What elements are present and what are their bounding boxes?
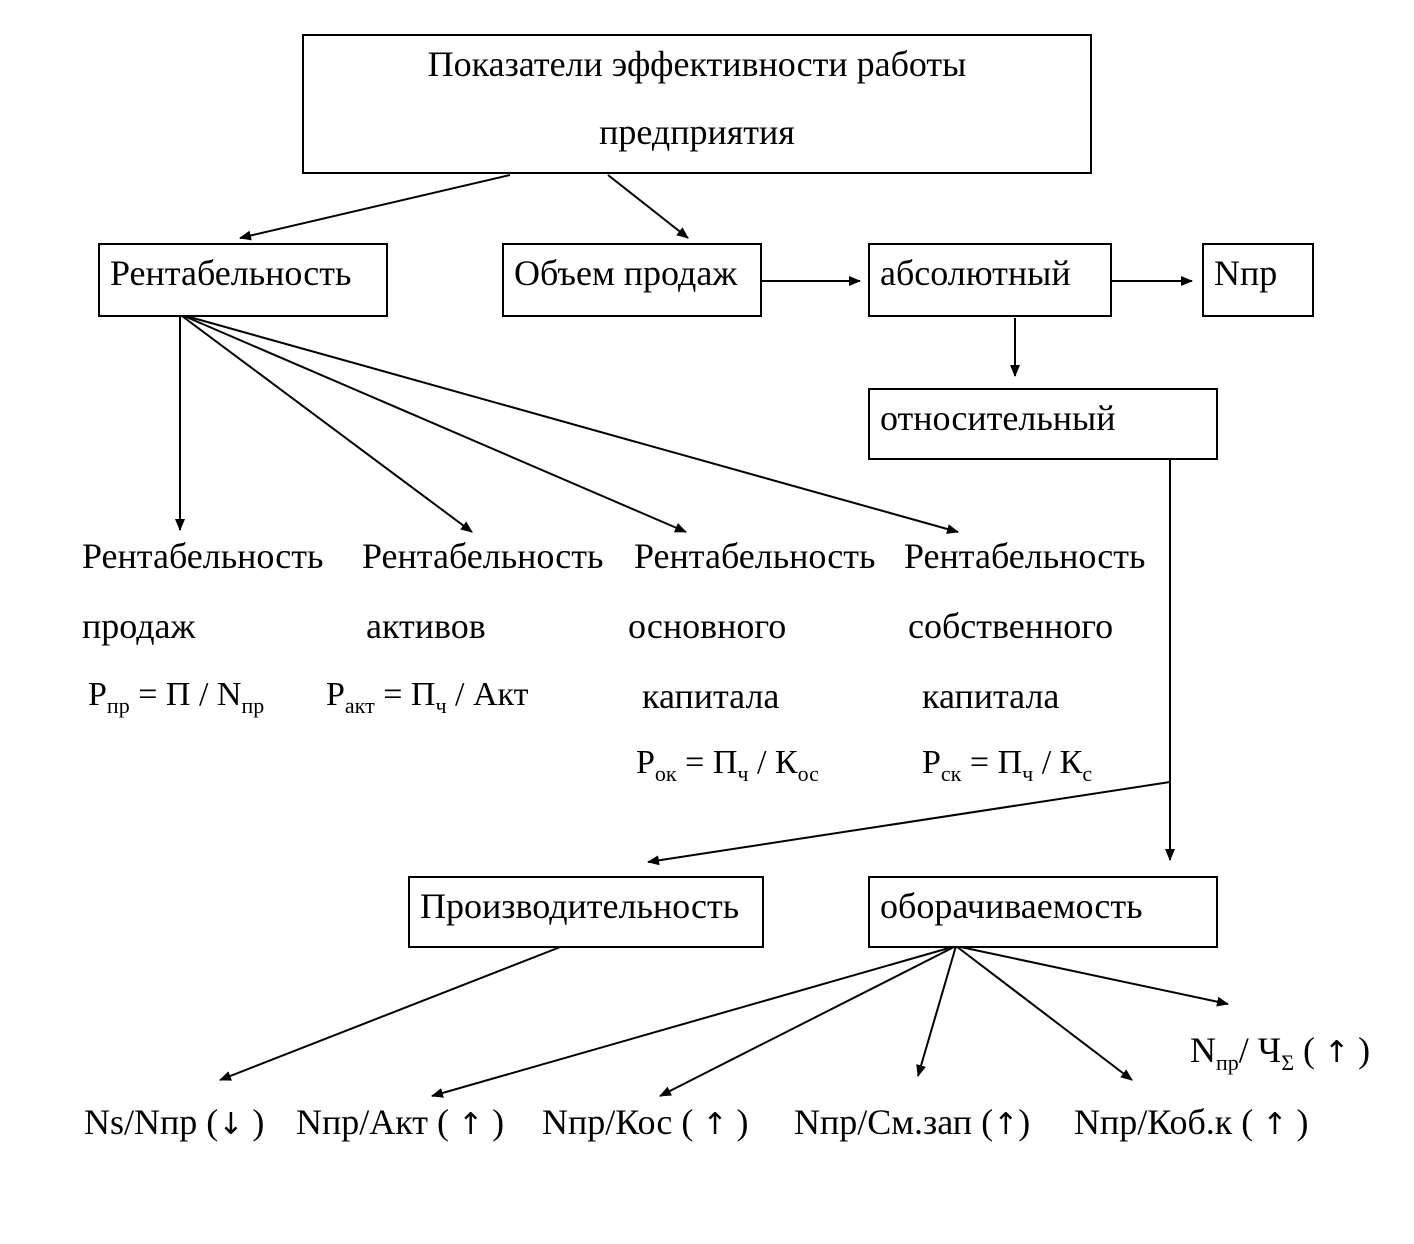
arrow-turnover-to-npr-ch [955, 945, 1229, 1007]
profitability-label: Рентабельность [110, 253, 352, 293]
ratio-npr-ch: Nпр/ ЧΣ ( ↑ ) [1190, 1030, 1371, 1075]
rate-fixed-capital-line2: основного [628, 606, 787, 646]
rate-equity-line3: капитала [922, 676, 1060, 716]
arrow-title-to-sales-volume [607, 174, 689, 239]
title-box: Показатели эффективности работы предприя… [302, 34, 1092, 174]
relative-box: относительный [868, 388, 1218, 460]
turnover-label: оборачиваемость [880, 886, 1143, 926]
arrow-turnover-to-npr-kobk [955, 945, 1133, 1081]
sales-volume-box: Объем продаж [502, 243, 762, 317]
arrow-down-icon: ↓ [218, 1107, 244, 1142]
rate-fixed-capital-line3: капитала [642, 676, 780, 716]
ratio-npr-smzap: Nпр/См.зап (↑) [794, 1102, 1031, 1142]
ratio-npr-akt: Nпр/Акт ( ↑ ) [296, 1102, 505, 1142]
title-line-1: Показатели эффективности работы [427, 44, 967, 84]
rate-assets-formula: Ракт = Пч / Акт [326, 676, 529, 718]
arrow-up-icon: ↑ [458, 1107, 484, 1142]
arrow-profit-to-equity-rate [185, 315, 959, 534]
productivity-box: Производительность [408, 876, 764, 948]
profitability-box: Рентабельность [98, 243, 388, 317]
productivity-label: Производительность [420, 886, 740, 926]
rate-assets-line2: активов [366, 606, 486, 646]
relative-label: относительный [880, 398, 1116, 438]
absolute-label: абсолютный [880, 253, 1071, 293]
npr-box: Nпр [1202, 243, 1314, 317]
arrow-up-icon: ↑ [1262, 1107, 1288, 1142]
arrow-up-icon: ↑ [702, 1107, 728, 1142]
arrow-turnover-to-npr-kos [659, 945, 957, 1097]
ratio-ns-npr: Ns/Nпр (↓ ) [84, 1102, 265, 1142]
arrow-relative-to-productivity [647, 781, 1171, 866]
rate-sales-formula: Рпр = П / Nпр [88, 676, 265, 718]
arrow-title-to-profitability [239, 174, 511, 241]
arrow-profit-to-assets-rate [181, 315, 473, 533]
arrow-productivity-to-ns-npr [219, 943, 569, 1081]
rate-sales-line2: продаж [82, 606, 196, 646]
absolute-box: абсолютный [868, 243, 1112, 317]
rate-equity-line2: собственного [908, 606, 1114, 646]
sales-volume-label: Объем продаж [514, 253, 738, 293]
arrow-turnover-to-npr-akt [431, 945, 957, 1098]
ratio-npr-kobk: Nпр/Коб.к ( ↑ ) [1074, 1102, 1309, 1142]
arrow-up-icon: ↑ [1324, 1035, 1350, 1070]
arrow-up-icon: ↑ [993, 1107, 1019, 1142]
rate-assets-name: Рентабельность [362, 536, 604, 576]
turnover-box: оборачиваемость [868, 876, 1218, 948]
rate-equity-formula: Рск = Пч / Кс [922, 744, 1093, 786]
npr-label: Nпр [1214, 253, 1278, 293]
rate-equity-name: Рентабельность [904, 536, 1146, 576]
rate-fixed-capital-formula: Рок = Пч / Кос [636, 744, 819, 786]
arrow-turnover-to-npr-smzap [916, 945, 957, 1077]
rate-fixed-capital-name: Рентабельность [634, 536, 876, 576]
ratio-npr-kos: Nпр/Кос ( ↑ ) [542, 1102, 749, 1142]
rate-sales-name: Рентабельность [82, 536, 324, 576]
arrow-profit-to-fixed-capital-rate [183, 315, 687, 533]
title-line-2: предприятия [599, 112, 795, 152]
